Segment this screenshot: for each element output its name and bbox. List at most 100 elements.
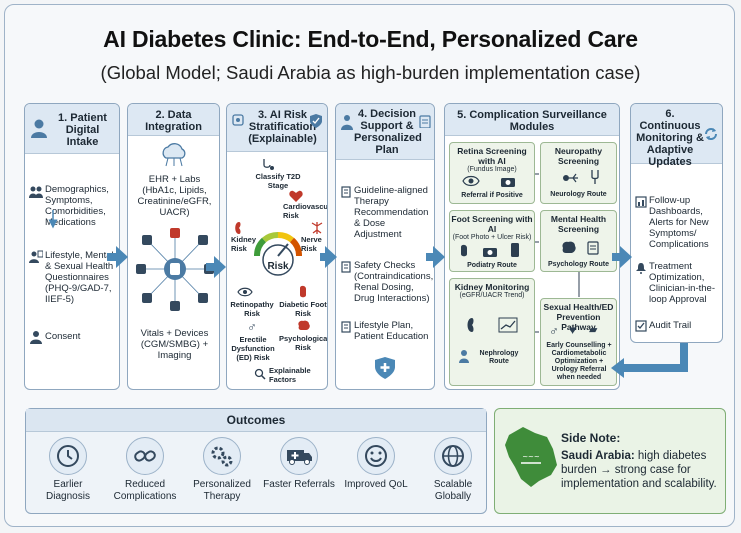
- col-data-integration: 2. Data Integration EHR + Labs (HbA1c, L…: [127, 103, 220, 390]
- globe-icon: [434, 437, 472, 475]
- col4-item-safety: Safety Checks (Contraindications, Renal …: [354, 260, 434, 304]
- col3-header: 3. AI Risk Stratification (Explainable): [227, 104, 327, 152]
- bell-icon: [636, 263, 646, 274]
- side-note-panel: ~~~ Side Note: Saudi Arabia: high diabet…: [494, 408, 726, 514]
- col2-title: 2. Data Integration: [145, 109, 202, 133]
- outcome-label: Improved QoL: [344, 479, 408, 490]
- magnifier-icon: [254, 368, 266, 380]
- camera-icon: [501, 178, 515, 187]
- module-neuropathy: Neuropathy Screening Neurology Route: [540, 142, 617, 204]
- doctor-icon: [341, 115, 353, 130]
- col1-header: 1. Patient Digital Intake: [25, 104, 119, 154]
- col6-title: 6. Continuous Monitoring & Adaptive Upda…: [636, 108, 704, 168]
- outcome-label: Reduced Complications: [113, 479, 177, 502]
- people-icon: [29, 186, 43, 198]
- trend-chart-icon: [498, 317, 518, 333]
- neuron-icon: [563, 173, 578, 183]
- document-icon: [341, 321, 351, 333]
- cloud-icon: [162, 143, 186, 167]
- col1-item-demographics: Demographics, Symptoms, Comorbidities, M…: [45, 184, 109, 228]
- foot-icon: [461, 244, 467, 257]
- module-sexual-health: Sexual Health/ED Prevention Pathway ♂ ♥ …: [540, 298, 617, 386]
- col6-item-optimization: Treatment Optimization, Clinician-in-the…: [649, 261, 715, 305]
- doctor-icon: [459, 350, 469, 363]
- stethoscope-icon: [263, 159, 274, 170]
- phone-icon: [511, 243, 519, 257]
- col6-item-audit: Audit Trail: [649, 320, 692, 331]
- heart-icon: ♥: [569, 323, 577, 337]
- col6-item-dashboards: Follow-up Dashboards, Alerts for New Sym…: [649, 195, 709, 250]
- col3-title: 3. AI Risk Stratification (Explainable): [248, 109, 317, 145]
- eye-icon: [462, 175, 480, 187]
- outcome-improved-qol: Improved QoL: [340, 437, 412, 491]
- document-icon: [341, 261, 351, 273]
- col3-ed: Erectile Dysfunction (ED) Risk: [231, 335, 275, 362]
- shield-icon: [310, 114, 322, 128]
- retina-note: Referral if Positive: [461, 192, 523, 199]
- svg-text:~~~: ~~~: [522, 453, 540, 461]
- col2-vitals-devices: Vitals + Devices (CGM/SMBG) + Imaging: [140, 328, 209, 361]
- col-ai-risk: 3. AI Risk Stratification (Explainable) …: [226, 103, 328, 390]
- outcome-earlier-diagnosis: Earlier Diagnosis: [32, 437, 104, 503]
- risk-gauge-icon: [254, 232, 302, 276]
- clock-icon: [49, 437, 87, 475]
- col-decision-support: 4. Decision Support & Personalized Plan …: [335, 103, 435, 390]
- outcome-personalized-therapy: Personalized Therapy: [186, 437, 258, 503]
- col3-diabetic-foot: Diabetic Foot Risk: [279, 300, 327, 318]
- side-note-body: Saudi Arabia: high diabetes burden → str…: [561, 449, 723, 491]
- mental-title: Mental Health Screening: [550, 214, 607, 234]
- outcome-reduced-complications: Reduced Complications: [109, 437, 181, 503]
- side-note-title: Side Note:: [561, 431, 621, 445]
- page-title: AI Diabetes Clinic: End-to-End, Personal…: [103, 26, 638, 52]
- col4-title: 4. Decision Support & Personalized Plan: [354, 108, 422, 156]
- nerve-icon: [311, 222, 323, 234]
- col3-kidney: Kidney Risk: [231, 235, 257, 253]
- col5-header: 5. Complication Surveillance Modules: [445, 104, 619, 136]
- saudi-arabia-map-icon: ~~~: [505, 427, 557, 487]
- broken-link-icon: [126, 437, 164, 475]
- arrow-feedback: [611, 343, 688, 378]
- retina-subtitle: (Fundus Image): [467, 166, 517, 173]
- outcome-scalable-globally: Scalable Globally: [417, 437, 489, 503]
- col4-item-lifestyle: Lifestyle Plan, Patient Education: [354, 320, 429, 342]
- camera-icon: [483, 248, 497, 257]
- col3-classify: Classify T2D Stage: [255, 172, 301, 190]
- outcomes-panel: Outcomes Earlier Diagnosis Reduced Compl…: [25, 408, 487, 514]
- neuropathy-note: Neurology Route: [550, 191, 607, 198]
- retina-title: Retina Screening with AI: [457, 146, 527, 166]
- col3-gauge-label: Risk: [267, 261, 289, 272]
- col4-header: 4. Decision Support & Personalized Plan: [336, 104, 434, 160]
- smile-icon: [357, 437, 395, 475]
- col-complication-modules: 5. Complication Surveillance Modules Ret…: [444, 103, 620, 390]
- module-kidney: Kidney Monitoring (eGFR/UACR Trend) Neph…: [449, 278, 535, 386]
- side-note-country: Saudi Arabia:: [561, 450, 635, 462]
- heart-icon: [289, 190, 303, 202]
- col6-header: 6. Continuous Monitoring & Adaptive Upda…: [631, 104, 722, 168]
- foot-subtitle: (Foot Photo + Ulcer Risk): [452, 234, 532, 241]
- col3-cardio: Cardiovascular Risk: [283, 202, 328, 220]
- col1-item-consent: Consent: [45, 331, 81, 342]
- shield-plus-icon: [375, 357, 395, 379]
- person-icon: [31, 119, 47, 138]
- kidney-title: Kidney Monitoring: [454, 282, 530, 292]
- col4-item-therapy: Guideline-aligned Therapy Recommendation…: [354, 185, 429, 240]
- kidney-icon: [235, 222, 241, 234]
- refresh-icon: [705, 128, 717, 140]
- arrow-5-6: [612, 246, 632, 268]
- col3-retinopathy: Retinopathy Risk: [230, 300, 274, 318]
- arrow-3-4: [320, 246, 337, 268]
- brain-icon: [298, 320, 310, 330]
- foot-icon: [300, 285, 306, 298]
- gears-icon: [203, 437, 241, 475]
- kidney-note: Nephrology Route: [479, 350, 519, 365]
- arrow-2-3: [206, 256, 226, 278]
- foot-note: Podiatry Route: [467, 262, 517, 269]
- col1-title: 1. Patient Digital Intake: [58, 112, 107, 148]
- outcome-label: Faster Referrals: [263, 479, 335, 490]
- module-connectors: [535, 173, 580, 333]
- col3-nerve: Nerve Risk: [301, 235, 322, 253]
- page-subtitle: (Global Model; Saudi Arabia as high-burd…: [100, 62, 641, 83]
- ai-chip-icon: [232, 114, 244, 126]
- module-foot: Foot Screening with AI (Foot Photo + Ulc…: [449, 210, 535, 272]
